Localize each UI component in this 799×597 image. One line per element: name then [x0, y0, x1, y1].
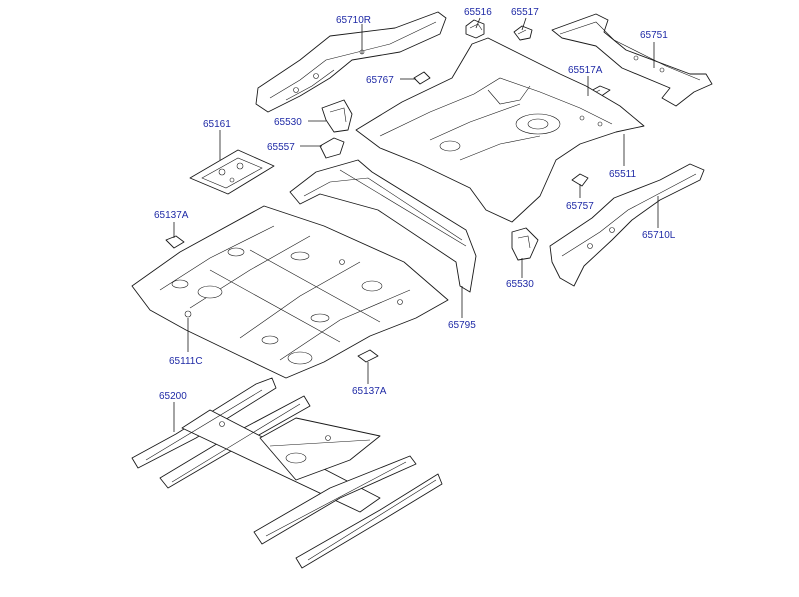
- part-bracket-65757: [571, 173, 589, 187]
- part-front-floor-pan: [131, 205, 449, 379]
- part-bracket-65516: [465, 19, 485, 39]
- part-bracket-65137a-upper: [165, 235, 185, 249]
- part-side-member-left: [549, 163, 705, 287]
- callout-65530-b[interactable]: 65530: [506, 279, 534, 290]
- callout-65516[interactable]: 65516: [464, 7, 492, 18]
- part-seat-panel: [189, 149, 275, 195]
- callout-65795[interactable]: 65795: [448, 320, 476, 331]
- part-bracket-65517: [513, 25, 533, 41]
- part-bracket-65767: [413, 71, 431, 85]
- part-front-floor-frame: [131, 377, 443, 569]
- callout-65710r[interactable]: 65710R: [336, 15, 371, 26]
- callout-65137a-a[interactable]: 65137A: [154, 210, 189, 221]
- part-bracket-65557: [319, 137, 345, 159]
- callout-65517a[interactable]: 65517A: [568, 65, 603, 76]
- part-extension-65530-lower: [511, 227, 539, 261]
- callout-65517[interactable]: 65517: [511, 7, 539, 18]
- callout-65710l[interactable]: 65710L: [642, 230, 676, 241]
- part-rear-floor-pan: [355, 37, 645, 223]
- callout-labels: 65710R 65516 65517 65751 65767 65517A 65…: [154, 7, 676, 402]
- callout-65511[interactable]: 65511: [609, 169, 637, 180]
- callout-65751[interactable]: 65751: [640, 30, 668, 41]
- callout-65111c[interactable]: 65111C: [169, 356, 203, 367]
- callout-65767[interactable]: 65767: [366, 75, 394, 86]
- part-center-cross-member: [289, 159, 477, 293]
- callout-65757[interactable]: 65757: [566, 201, 594, 212]
- callout-65161[interactable]: 65161: [203, 119, 231, 130]
- callout-65200[interactable]: 65200: [159, 391, 187, 402]
- part-rear-cross-member: [551, 13, 713, 107]
- part-bracket-65137a-lower: [357, 349, 379, 363]
- part-extension-65530-upper: [321, 99, 353, 133]
- callout-65530-a[interactable]: 65530: [274, 117, 302, 128]
- callout-65557[interactable]: 65557: [267, 142, 295, 153]
- leader-lines: [173, 17, 659, 432]
- callout-65137a-b[interactable]: 65137A: [352, 386, 387, 397]
